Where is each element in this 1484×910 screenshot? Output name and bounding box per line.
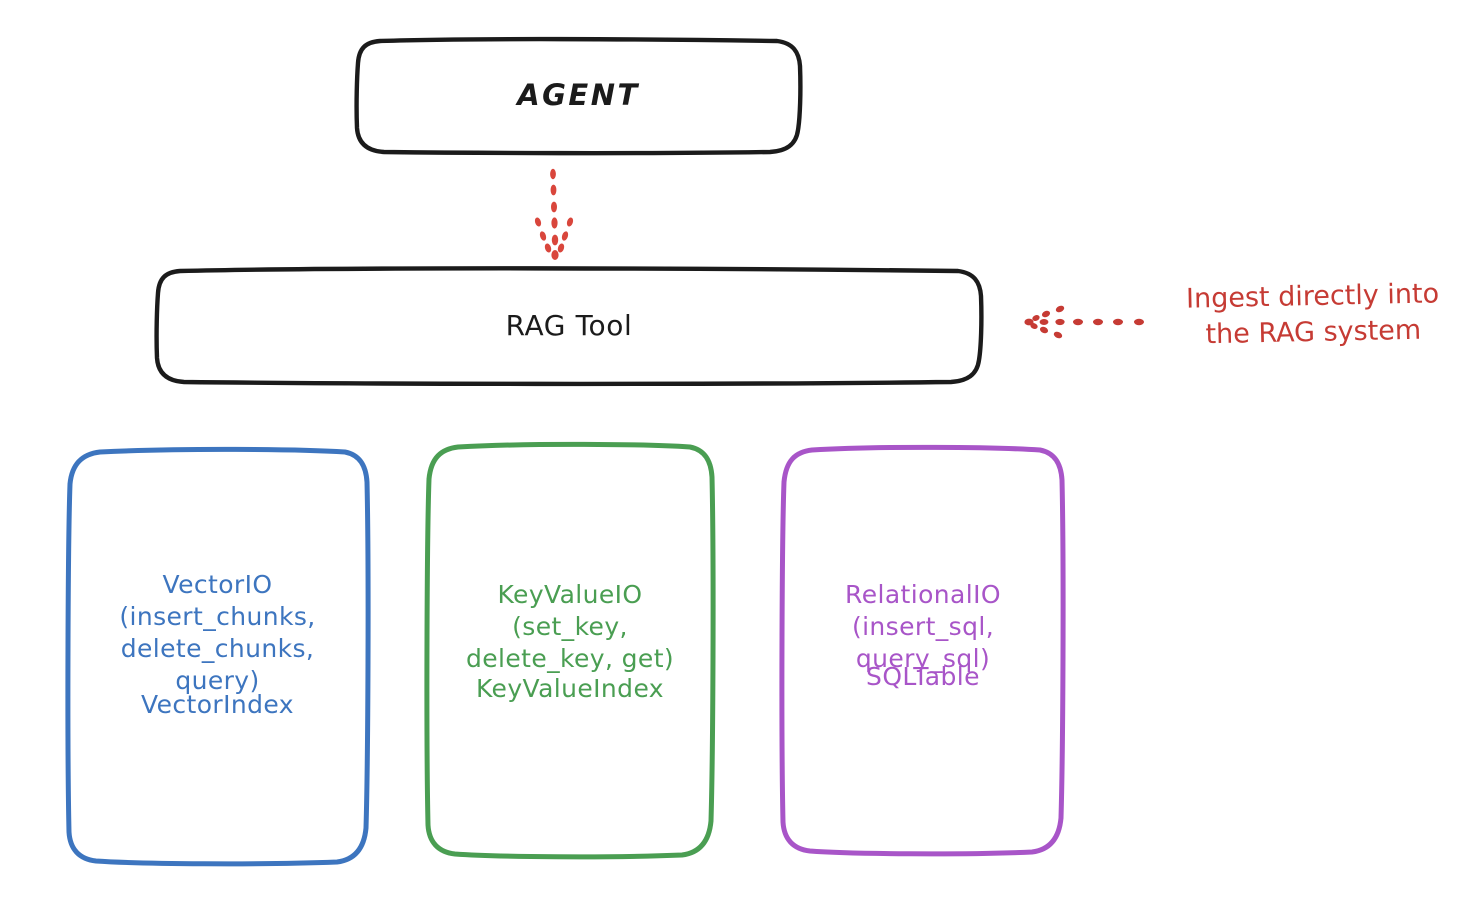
key-value-io-node[interactable]: KeyValueIO (set_key, delete_key, get) Ke…	[428, 445, 712, 855]
vector-io-text-group: VectorIO (insert_chunks, delete_chunks, …	[113, 570, 321, 721]
rag-tool-label: RAG Tool	[505, 309, 633, 343]
agent-box-outline	[354, 36, 803, 156]
key-value-io-box-outline	[424, 441, 716, 860]
relational-io-index-label: SQLTable	[866, 662, 980, 692]
rag-tool-node[interactable]: RAG Tool	[157, 270, 981, 382]
key-value-io-index-label: KeyValueIndex	[475, 674, 664, 704]
key-value-io-text-group: KeyValueIO (set_key, delete_key, get) Ke…	[460, 580, 680, 705]
rag-tool-box-outline	[154, 266, 984, 387]
relational-io-node[interactable]: RelationalIO (insert_sql, query_sql) SQL…	[784, 448, 1062, 852]
relational-io-box-outline	[779, 444, 1066, 857]
agent-label: AGENT	[517, 78, 640, 113]
key-value-io-label: KeyValueIO (set_key, delete_key, get)	[465, 579, 675, 673]
ingest-annotation-text: Ingest directly into the RAG system	[1185, 278, 1440, 351]
relational-io-text-group: RelationalIO (insert_sql, query_sql) SQL…	[839, 580, 1007, 693]
relational-io-label: RelationalIO (insert_sql, query_sql)	[845, 579, 1001, 673]
vector-io-node[interactable]: VectorIO (insert_chunks, delete_chunks, …	[68, 450, 367, 862]
vector-io-box-outline	[65, 446, 371, 867]
vector-io-index-label: VectorIndex	[141, 690, 294, 720]
ingest-arrow	[1024, 305, 1144, 339]
agent-to-rag-tool-arrow	[534, 168, 574, 260]
agent-node[interactable]: AGENT	[357, 40, 800, 152]
vector-io-label: VectorIO (insert_chunks, delete_chunks, …	[119, 569, 316, 695]
